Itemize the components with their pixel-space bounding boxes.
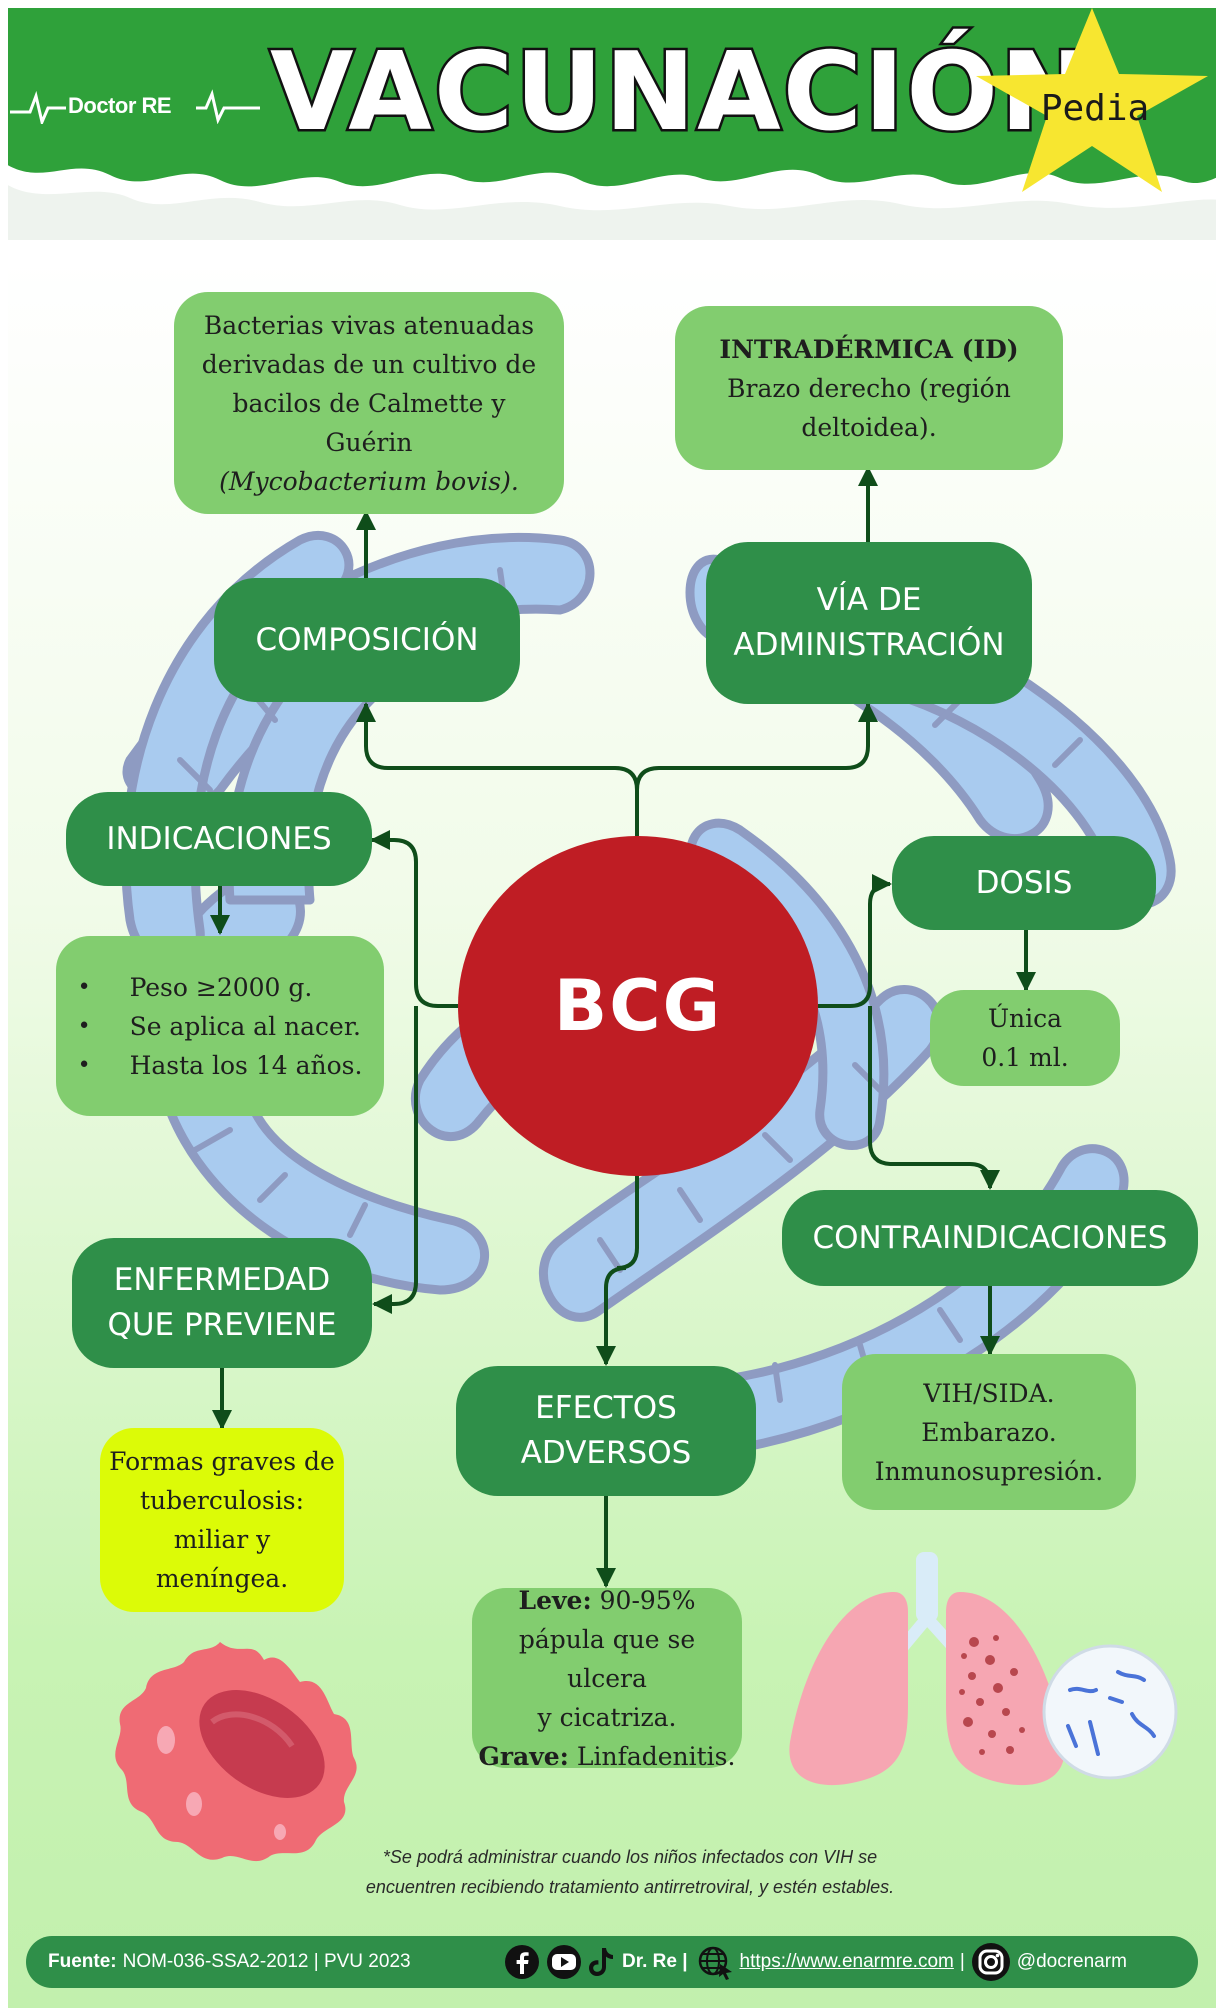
contraindicaciones-node: CONTRAINDICACIONES <box>782 1190 1198 1286</box>
dosis-detail: Única 0.1 ml. <box>930 990 1120 1086</box>
facebook-icon[interactable] <box>504 1944 540 1980</box>
youtube-icon[interactable] <box>544 1944 584 1980</box>
via-detail: INTRADÉRMICA (ID) Brazo derecho (región … <box>675 306 1063 470</box>
via-node: VÍA DE ADMINISTRACIÓN <box>706 542 1032 704</box>
list-item: •Se aplica al nacer. <box>77 1011 361 1041</box>
snow-edge-decoration <box>0 160 1224 240</box>
globe-cursor-icon[interactable] <box>696 1944 734 1980</box>
indicaciones-detail: •Peso ≥2000 g. •Se aplica al nacer. •Has… <box>56 936 384 1116</box>
indicaciones-node: INDICACIONES <box>66 792 372 886</box>
connector-left-down <box>372 1006 418 1314</box>
connector-left-trunk <box>370 830 458 1008</box>
bcg-center-node: BCG <box>458 836 818 1176</box>
footer-bar: Fuente: NOM-036-SSA2-2012 | PVU 2023 Dr.… <box>26 1936 1198 1988</box>
composicion-node: COMPOSICIÓN <box>214 578 520 702</box>
social-links: Dr. Re | https://www.enarmre.com | @docr… <box>504 1936 1127 1988</box>
social-handle[interactable]: @docrenarm <box>1016 1951 1127 1972</box>
enfermedad-node: ENFERMEDAD QUE PREVIENE <box>72 1238 372 1368</box>
connector-contraindicaciones <box>868 1006 1000 1190</box>
efectos-detail: Leve: 90-95% pápula que se ulcera y cica… <box>472 1586 742 1771</box>
heartbeat-line-icon <box>10 89 260 124</box>
indicaciones-list: •Peso ≥2000 g. •Se aplica al nacer. •Has… <box>78 968 363 1085</box>
connector-composicion <box>356 702 639 836</box>
logo-text: Doctor RE <box>68 93 172 118</box>
connector-efectos <box>596 1176 639 1366</box>
tiktok-icon[interactable] <box>586 1944 616 1980</box>
efectos-node: EFECTOS ADVERSOS <box>456 1366 756 1496</box>
list-item: •Peso ≥2000 g. <box>77 972 313 1002</box>
source-citation: Fuente: NOM-036-SSA2-2012 | PVU 2023 <box>48 1951 411 1972</box>
contraindicaciones-detail: VIH/SIDA. Embarazo. Inmunosupresión. <box>842 1354 1136 1510</box>
connector-dosis <box>818 874 892 1008</box>
lungs-illustration <box>789 1552 1065 1786</box>
blood-cell-illustration <box>115 1642 357 1862</box>
connector-via <box>635 702 878 791</box>
star-icon <box>976 8 1208 192</box>
footnote: *Se podrá administrar cuando los niños i… <box>365 1847 895 1897</box>
list-item: •Hasta los 14 años. <box>77 1050 363 1080</box>
enfermedad-detail: Formas graves de tuberculosis: miliar y … <box>100 1428 344 1612</box>
badge-label: Pedia <box>1040 88 1150 129</box>
composicion-detail: Bacterias vivas atenuadas derivadas de u… <box>174 292 564 514</box>
bacilli-illustration <box>1042 1644 1178 1780</box>
dosis-node: DOSIS <box>892 836 1156 930</box>
instagram-icon[interactable] <box>971 1942 1011 1982</box>
website-link[interactable]: https://www.enarmre.com <box>739 1951 954 1972</box>
